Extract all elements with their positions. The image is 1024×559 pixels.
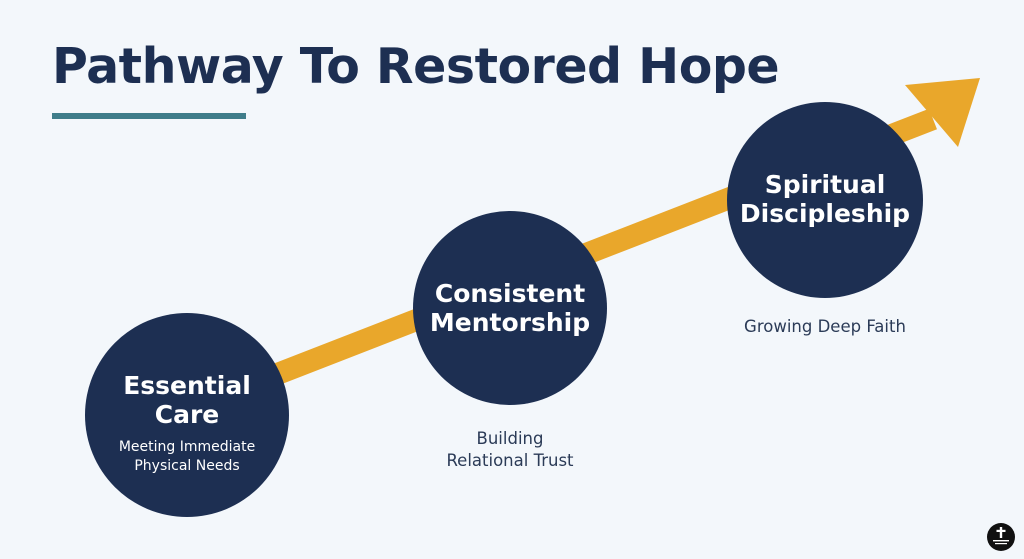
page-title: Pathway To Restored Hope (52, 38, 780, 95)
step-subtitle-consistent-mentorship: Building Relational Trust (420, 428, 600, 473)
step-subtitle-spiritual-discipleship: Growing Deep Faith (725, 316, 925, 338)
cross-logo-icon (987, 523, 1015, 551)
step-title-essential-care: Essential Care (97, 371, 277, 430)
step-title-line: Discipleship (739, 198, 911, 228)
arrow-head-icon (905, 78, 980, 147)
step-subtitle-essential-care: Meeting Immediate Physical Needs (97, 438, 277, 476)
step-circle-essential-care (85, 313, 289, 517)
step-title-line: Essential (123, 371, 251, 400)
step-subtitle-line: Growing Deep Faith (744, 317, 906, 336)
step-subtitle-line: Building (476, 429, 544, 448)
step-title-consistent-mentorship: Consistent Mentorship (415, 279, 605, 338)
step-title-spiritual-discipleship: Spiritual Discipleship (730, 170, 920, 229)
step-circle-consistent-mentorship (413, 211, 607, 405)
step-title-line: Spiritual (764, 170, 886, 199)
step-subtitle-line: Relational Trust (446, 451, 574, 471)
step-subtitle-line: Meeting Immediate (118, 439, 256, 455)
step-title-line: Mentorship (429, 307, 591, 337)
step-subtitle-line: Physical Needs (134, 457, 240, 474)
step-circle-spiritual-discipleship (727, 102, 923, 298)
step-title-line: Care (154, 399, 220, 429)
step-title-line: Consistent (434, 279, 586, 308)
title-underline (52, 113, 246, 119)
